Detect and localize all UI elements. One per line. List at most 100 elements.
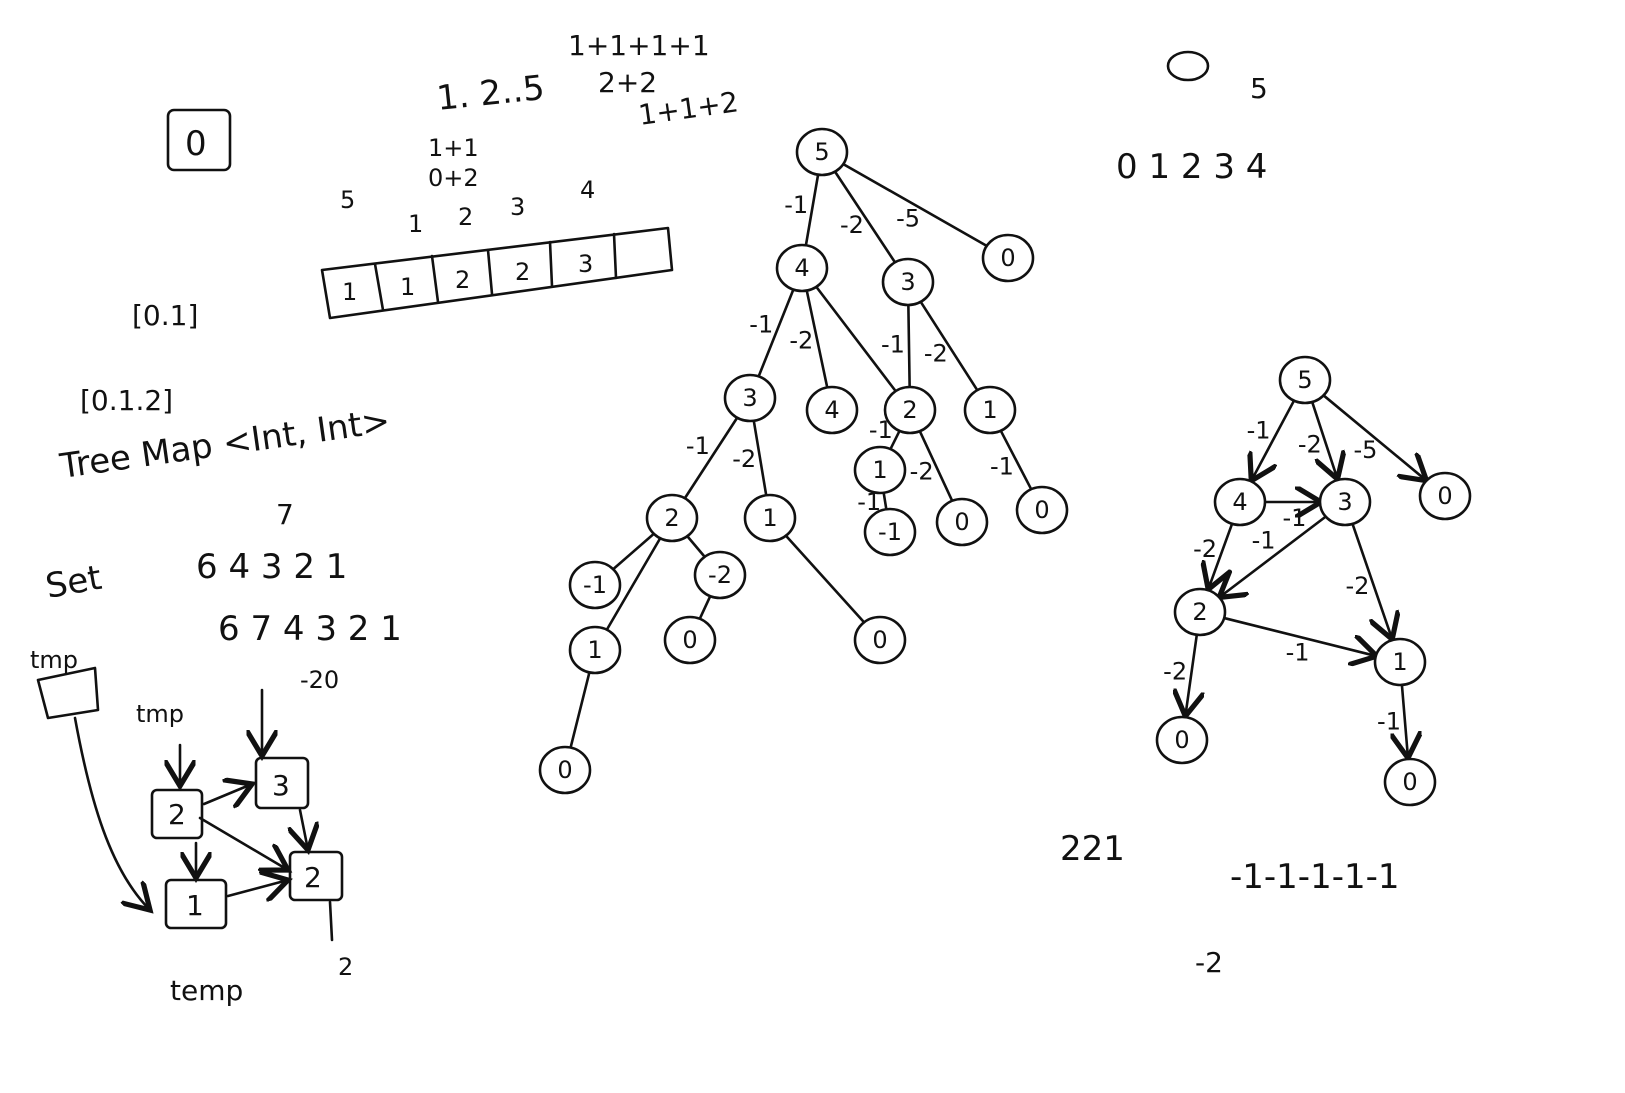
- dag-node-label: 5: [1297, 366, 1312, 394]
- set-row-1: 6 4 3 2 1: [196, 547, 347, 587]
- tree-node-label: 0: [872, 626, 887, 654]
- tree-node: 4: [775, 243, 829, 293]
- dag-node: 0: [1418, 471, 1472, 521]
- tree-node-label: 2: [902, 396, 917, 424]
- note-top-twos: 2+2: [598, 66, 657, 99]
- tree-edge: [833, 170, 897, 264]
- array-cell: 1: [400, 273, 415, 301]
- tree-edge-label: -1: [869, 416, 893, 444]
- tree-node-label: 1: [587, 636, 602, 664]
- tree-node: 3: [723, 373, 777, 423]
- tree-node: 0: [981, 233, 1035, 283]
- tree-node-label: 0: [557, 756, 572, 784]
- dag-edge-label: -2: [1298, 431, 1322, 459]
- tree-node-label: 5: [814, 138, 829, 166]
- tree-node-label: 1: [982, 396, 997, 424]
- dag-node-label: 0: [1437, 482, 1452, 510]
- tree-node-label: 0: [682, 626, 697, 654]
- dag-edge: [1322, 394, 1426, 480]
- tree-edge: [919, 300, 979, 392]
- array-indices: 5 1 2 3 4: [340, 176, 595, 238]
- array-cell: 3: [578, 250, 593, 278]
- tmp-label-1: tmp: [30, 646, 78, 674]
- tree-node: 1: [568, 625, 622, 675]
- array-index: 1: [408, 210, 423, 238]
- tree-edge-label: -1: [990, 452, 1014, 480]
- tree-edge: [804, 174, 820, 246]
- dag-node-label: 1: [1392, 648, 1407, 676]
- dag-edge: [1221, 616, 1376, 656]
- tree-node: 4: [805, 385, 859, 435]
- array-index: 5: [340, 186, 355, 214]
- dag-node: 1: [1373, 637, 1427, 687]
- tree-edge: [605, 537, 662, 631]
- tree-node: 1: [963, 385, 1017, 435]
- tree-edge-label: -2: [924, 340, 948, 368]
- tree-edges: -1-2-5-1-2-1-2-1-2-1-2-1-1: [569, 162, 1033, 749]
- dag-edge-label: -1: [1286, 638, 1310, 666]
- tree-edge: [784, 534, 866, 624]
- dag-node: 2: [1173, 587, 1227, 637]
- tree-edge: [841, 162, 989, 248]
- tree-edge: [752, 420, 768, 496]
- box-node: 3: [272, 769, 290, 802]
- tree-edge: [686, 535, 706, 558]
- tree-node: 1: [853, 445, 907, 495]
- note-top-ones: 1+1+1+1: [568, 29, 710, 62]
- tree-node: 0: [663, 615, 717, 665]
- array-index: 3: [510, 193, 525, 221]
- tree-node-label: 0: [954, 508, 969, 536]
- dag-edges: -1-2-5-1-2-1-2-1-2-1: [1163, 394, 1426, 758]
- tree-edge-label: -2: [840, 211, 864, 239]
- set-row-2: 6 7 4 3 2 1: [218, 609, 402, 649]
- circled-zero-mark: 0: [166, 108, 232, 172]
- tree-node: 3: [881, 257, 935, 307]
- dag-edge-label: -1: [1252, 527, 1276, 555]
- dag-node-label: 2: [1192, 598, 1207, 626]
- dag-node: 0: [1383, 757, 1437, 807]
- list-zero-one: [0.1]: [132, 299, 198, 332]
- tree-node-label: 4: [824, 396, 839, 424]
- right-minus-two: -2: [1195, 946, 1223, 979]
- tmp-label-2: tmp: [136, 700, 184, 728]
- array-cell: 2: [515, 258, 530, 286]
- tree-node-label: 0: [1034, 496, 1049, 524]
- tree-node: 2: [883, 385, 937, 435]
- right-index-row: 0 1 2 3 4: [1116, 147, 1267, 187]
- dag-edge: [1351, 523, 1392, 640]
- tree-edge-label: -5: [896, 205, 920, 233]
- array-cell: 1: [342, 278, 357, 306]
- tree-node-label: 4: [794, 254, 809, 282]
- tree-edge-label: -1: [686, 432, 710, 460]
- tree-node: 0: [538, 745, 592, 795]
- right-221: 221: [1060, 829, 1125, 869]
- dag-node-label: 3: [1337, 488, 1352, 516]
- tree-edge: [683, 416, 739, 500]
- array-index: 4: [580, 176, 595, 204]
- tree-edge: [698, 595, 712, 620]
- box-graph: 2 3 1 2: [73, 688, 344, 942]
- tree-edge: [757, 288, 795, 378]
- tree-node: 2: [645, 493, 699, 543]
- tree-edge: [918, 430, 954, 502]
- tree-edge-label: -1: [881, 330, 905, 358]
- dag-node-label: 4: [1232, 488, 1247, 516]
- right-scribble: [1166, 50, 1210, 82]
- tree-node: 1: [743, 493, 797, 543]
- seven-mark: 7: [276, 498, 294, 531]
- tree-node: -1: [863, 507, 917, 557]
- tmp-box: [36, 666, 100, 720]
- minus-twenty: -20: [300, 666, 339, 694]
- tree-node-label: 3: [742, 384, 757, 412]
- tree-edge-label: -2: [732, 445, 756, 473]
- dag-edge-label: -2: [1163, 657, 1187, 685]
- tree-edge-label: -1: [784, 191, 808, 219]
- tree-edge: [999, 429, 1033, 491]
- temp-label: temp: [170, 974, 243, 1007]
- array-index: 2: [458, 203, 473, 231]
- tree-edge: [815, 285, 897, 393]
- dag-node: 4: [1213, 477, 1267, 527]
